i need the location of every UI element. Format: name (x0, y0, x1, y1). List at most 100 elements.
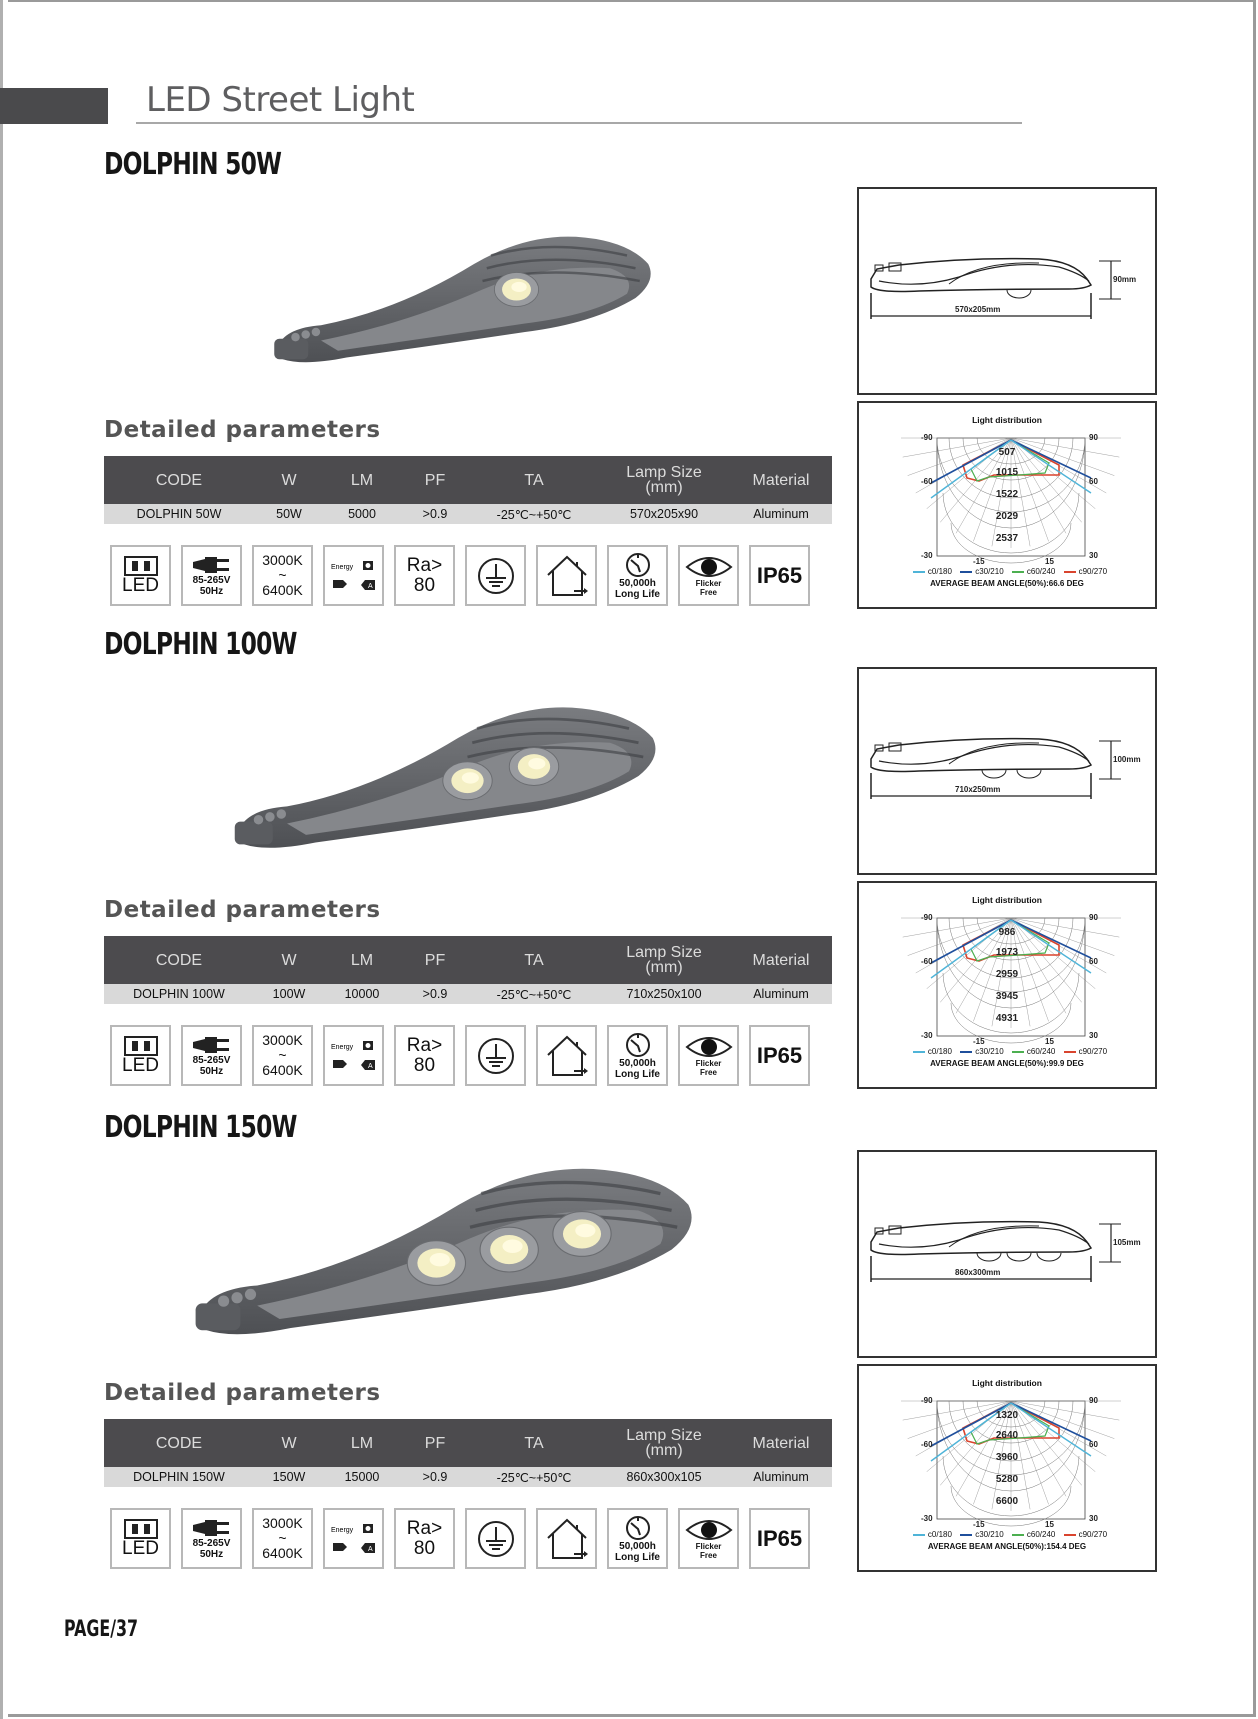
angle-label: -30 (921, 1031, 933, 1040)
cct-low: 3000K (262, 1515, 303, 1531)
ground-badge (465, 1025, 526, 1086)
protective-earth-icon (477, 557, 514, 594)
cell-lm: 5000 (324, 504, 400, 524)
clock-icon (625, 1032, 650, 1057)
lifetime-hours: 50,000h (619, 1540, 656, 1552)
angle-label: -30 (921, 551, 933, 560)
legend-label: c30/210 (975, 567, 1004, 576)
led-label: LED (122, 1537, 159, 1559)
ra-label: Ra> (406, 1517, 443, 1539)
cell-w: 150W (254, 1467, 324, 1487)
beam-angle: AVERAGE BEAM ANGLE(50%):154.4 DEG (927, 1542, 1087, 1551)
angle-label: 90 (1089, 913, 1098, 922)
cct-low: 3000K (262, 552, 303, 568)
ip-rating-label: IP65 (756, 1525, 803, 1551)
lifetime-badge: 50,000h Long Life (607, 1025, 668, 1086)
ip-rating-badge: IP65 (749, 545, 810, 606)
legend-label: c0/180 (927, 1530, 952, 1539)
led-chip-icon (123, 1518, 158, 1539)
led-badge: LED (110, 1508, 171, 1569)
legend-label: c30/210 (975, 1530, 1004, 1539)
cell-size: 570x205x90 (598, 504, 730, 524)
cell-pf: >0.9 (400, 1467, 470, 1487)
col-material: Material (730, 456, 832, 504)
length-label: 710x250mm (955, 785, 1001, 794)
lifetime-hours: 50,000h (619, 1057, 656, 1069)
voltage-badge: 85-265V 50Hz (181, 1508, 242, 1569)
spec-table: CODE W LM PF TA Lamp Size (mm) Material … (104, 936, 832, 1004)
light-distribution-panel: Light distribution -90 90 -60 60 -30 30 (857, 1364, 1157, 1572)
cct-low: 3000K (262, 1032, 303, 1048)
plug-icon (192, 556, 229, 573)
house-icon (546, 1518, 588, 1559)
angle-label: 30 (1089, 551, 1098, 560)
svg-text:A: A (368, 1063, 373, 1070)
svg-text:Energy: Energy (331, 1527, 354, 1534)
cell-pf: >0.9 (400, 984, 470, 1004)
length-label: 860x300mm (955, 1268, 1001, 1277)
col-lm: LM (324, 456, 400, 504)
legend-swatch (1011, 570, 1024, 573)
eye-icon (684, 1036, 733, 1057)
distribution-title: Light distribution (972, 1378, 1042, 1388)
col-code: CODE (104, 456, 254, 504)
ring-value: 3945 (995, 991, 1019, 1002)
legend-label: c90/270 (1078, 567, 1108, 576)
product-title: DOLPHIN 100W (104, 627, 297, 662)
cct-tilde: ~ (278, 1530, 287, 1546)
legend-label: c30/210 (975, 1047, 1004, 1056)
detailed-parameters-heading: Detailed parameters (104, 897, 381, 923)
spec-table: CODE W LM PF TA Lamp Size (mm) Material … (104, 456, 832, 524)
plug-icon (192, 1519, 229, 1536)
legend-swatch (960, 1533, 973, 1536)
ring-value: 2640 (995, 1430, 1019, 1441)
angle-label: 30 (1089, 1514, 1098, 1523)
cell-w: 50W (254, 504, 324, 524)
distribution-legend: c0/180 c30/210 c60/240 c90/270 (859, 567, 1155, 576)
frequency-label: 50Hz (199, 1065, 224, 1077)
ra-label: Ra> (406, 554, 443, 576)
indoor-outdoor-badge (536, 545, 597, 606)
beam-angle: AVERAGE BEAM ANGLE(50%):99.9 DEG (930, 1059, 1084, 1068)
distribution-title: Light distribution (972, 895, 1042, 905)
legend-swatch (912, 1533, 925, 1536)
flicker-label: Flicker (695, 1058, 722, 1068)
legend-label: c90/270 (1078, 1047, 1108, 1056)
cct-high: 6400K (262, 1062, 303, 1078)
angle-label: 15 (1045, 557, 1054, 566)
header-accent-bar (0, 88, 108, 124)
light-distribution-panel: Light distribution -90 90 -60 60 -30 30 (857, 881, 1157, 1089)
lamp-product-image (274, 236, 651, 363)
led-label: LED (122, 574, 159, 596)
cell-lm: 10000 (324, 984, 400, 1004)
col-lamp-size: Lamp Size (mm) (598, 1419, 730, 1467)
flicker-label: Flicker (695, 578, 722, 588)
led-label: LED (122, 1054, 159, 1076)
legend-label: c60/240 (1026, 1047, 1056, 1056)
legend-swatch (1063, 570, 1076, 573)
cell-ta: -25℃~+50℃ (470, 1467, 598, 1487)
legend-swatch (912, 570, 925, 573)
ring-value: 1320 (995, 1410, 1019, 1421)
ring-value: 4931 (995, 1013, 1019, 1024)
angle-label: -15 (973, 1520, 985, 1529)
legend-swatch (1063, 1533, 1076, 1536)
cct-badge: 3000K ~ 6400K (252, 545, 313, 606)
col-lamp-size: Lamp Size (mm) (598, 936, 730, 984)
svg-text:Energy: Energy (331, 564, 354, 571)
col-lm: LM (324, 936, 400, 984)
cct-badge: 3000K ~ 6400K (252, 1025, 313, 1086)
light-distribution-panel: Light distribution -90 90 -60 60 -30 30 (857, 401, 1157, 609)
legend-swatch (912, 1050, 925, 1053)
ring-value: 2537 (995, 533, 1019, 544)
angle-label: 30 (1089, 1031, 1098, 1040)
legend-label: c60/240 (1026, 567, 1056, 576)
cell-code: DOLPHIN 100W (104, 984, 254, 1004)
led-chip-icon (123, 1035, 158, 1056)
angle-label: 90 (1089, 1396, 1098, 1405)
